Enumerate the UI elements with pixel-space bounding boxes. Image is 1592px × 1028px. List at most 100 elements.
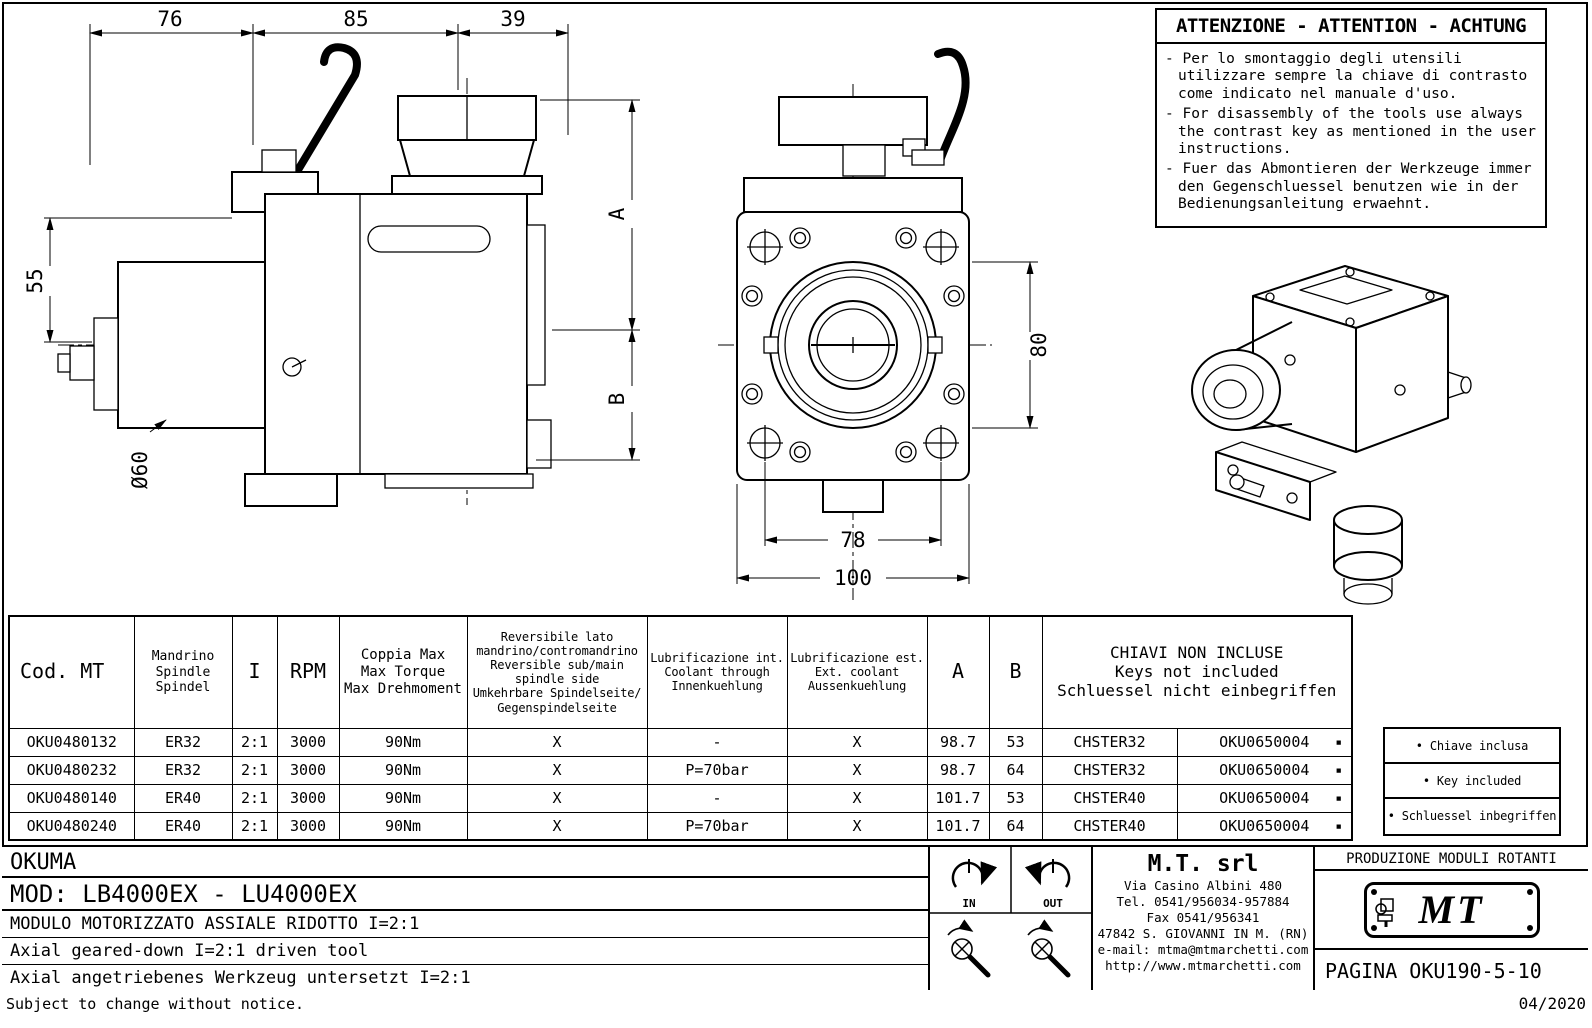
cell-b: 64 (988, 755, 1043, 785)
logo-rivet (1370, 888, 1377, 895)
logo-rivet (1370, 924, 1377, 931)
table-header-row: Cod. MT Mandrino Spindle Spindel I RPM C… (8, 615, 1353, 729)
company-name: M.T. srl (1147, 851, 1259, 877)
key-code-text: OKU0650004 (1219, 733, 1310, 751)
spec-table: Cod. MT Mandrino Spindle Spindel I RPM C… (8, 615, 1353, 841)
cell-coolant-int: - (646, 727, 788, 757)
cell-key-code: OKU0650004 ▪ (1176, 783, 1353, 813)
rotation-in-label: IN (962, 897, 975, 910)
warning-item-de: - Fuer das Abmontieren der Werkzeuge imm… (1165, 161, 1532, 213)
company-city: 47842 S. GIOVANNI IN M. (RN) (1097, 926, 1309, 941)
key-included-marker: ▪ (1335, 735, 1342, 749)
cell-key-type: CHSTER40 (1041, 783, 1178, 813)
machine-model: MOD: LB4000EX - LU4000EX (2, 878, 928, 911)
dim-diameter-60: Ø60 (128, 451, 152, 489)
module-description-en: Axial geared-down I=2:1 driven tool (2, 938, 928, 965)
mt-logo: MT (1363, 881, 1540, 938)
cell-coolant-ext: X (786, 727, 928, 757)
footer-disclaimer: Subject to change without notice. (6, 995, 305, 1013)
dim-a: A (605, 207, 629, 220)
mt-logo-text: MT (1418, 887, 1485, 932)
cell-key-type: CHSTER32 (1041, 727, 1178, 757)
col-coolant-ext: Lubrificazione est. Ext. coolant Aussenk… (786, 615, 928, 729)
cell-coolant-ext: X (786, 811, 928, 841)
rotation-out-label: OUT (1043, 897, 1063, 910)
table-row: OKU0480240 ER40 2:1 3000 90Nm X P=70bar … (8, 811, 1353, 841)
page-number: PAGINA OKU190-5-10 (1315, 948, 1588, 990)
cell-rpm: 3000 (276, 727, 340, 757)
cell-cod: OKU0480140 (8, 783, 135, 813)
cell-rpm: 3000 (276, 783, 340, 813)
key-code-text: OKU0650004 (1219, 816, 1310, 835)
cell-coolant-int: - (646, 783, 788, 813)
cell-a: 101.7 (926, 811, 990, 841)
production-block: PRODUZIONE MODULI ROTANTI MT PAGIN (1315, 847, 1588, 990)
dim-b: B (605, 393, 629, 406)
logo-rivet (1526, 888, 1533, 895)
warning-item-en: - For disassembly of the tools use alway… (1165, 106, 1536, 157)
machine-brand: OKUMA (2, 847, 928, 878)
module-description-it: MODULO MOTORIZZATO ASSIALE RIDOTTO I=2:1 (2, 911, 928, 938)
cell-ratio: 2:1 (231, 727, 278, 757)
cell-key-type: CHSTER40 (1041, 811, 1178, 841)
company-tel: Tel. 0541/956034-957884 (1116, 894, 1290, 909)
cell-torque: 90Nm (338, 811, 468, 841)
footer-date: 04/2020 (1518, 994, 1586, 1013)
company-address: Via Casino Albini 480 (1123, 878, 1283, 893)
key-included-marker: ▪ (1335, 763, 1342, 777)
dim-100: 100 (834, 566, 872, 590)
technical-drawings: 76 85 39 55 Ø60 A B (23, 7, 1472, 605)
key-included-legend: • Chiave inclusa • Key included • Schlue… (1383, 727, 1561, 836)
cell-key-code: OKU0650004 ▪ (1176, 755, 1353, 785)
cell-reversible: X (466, 755, 648, 785)
cell-ratio: 2:1 (231, 755, 278, 785)
cell-a: 98.7 (926, 755, 990, 785)
cell-spindle: ER32 (133, 755, 233, 785)
cell-coolant-int: P=70bar (646, 755, 788, 785)
contrast-key-icon (947, 919, 991, 978)
mt-logo-machine-icon (1374, 897, 1394, 927)
cell-rpm: 3000 (276, 811, 340, 841)
key-code-text: OKU0650004 (1219, 789, 1310, 807)
title-block-left: OKUMA MOD: LB4000EX - LU4000EX MODULO MO… (2, 847, 930, 990)
cell-a: 101.7 (926, 783, 990, 813)
cell-coolant-ext: X (786, 783, 928, 813)
cell-torque: 90Nm (338, 755, 468, 785)
col-coolant-int: Lubrificazione int. Coolant through Inne… (646, 615, 788, 729)
side-view-drawing: 76 85 39 55 Ø60 A B (23, 7, 640, 507)
company-block: M.T. srl Via Casino Albini 480 Tel. 0541… (1093, 847, 1315, 990)
warning-box: ATTENZIONE - ATTENTION - ACHTUNG - Per l… (1155, 8, 1547, 228)
rotation-symbols-block: IN OUT (930, 847, 1093, 990)
dim-80: 80 (1027, 332, 1051, 357)
col-keys: CHIAVI NON INCLUSE Keys not included Sch… (1041, 615, 1353, 729)
cell-cod: OKU0480240 (8, 811, 135, 841)
cell-reversible: X (466, 727, 648, 757)
cell-b: 53 (988, 727, 1043, 757)
cell-spindle: ER32 (133, 727, 233, 757)
cell-ratio: 2:1 (231, 811, 278, 841)
col-spindle: Mandrino Spindle Spindel (133, 615, 233, 729)
legend-item-it: • Chiave inclusa (1385, 729, 1559, 764)
cell-cod: OKU0480132 (8, 727, 135, 757)
rotation-out-icon (1024, 859, 1071, 888)
dim-76: 76 (157, 7, 182, 31)
table-row: OKU0480232 ER32 2:1 3000 90Nm X P=70bar … (8, 755, 1353, 785)
col-a: A (926, 615, 990, 729)
cell-spindle: ER40 (133, 811, 233, 841)
table-row: OKU0480140 ER40 2:1 3000 90Nm X - X 101.… (8, 783, 1353, 813)
cell-spindle: ER40 (133, 783, 233, 813)
title-block: OKUMA MOD: LB4000EX - LU4000EX MODULO MO… (2, 845, 1588, 990)
legend-item-en: • Key included (1385, 764, 1559, 799)
cell-key-code: OKU0650004 ▪ (1176, 727, 1353, 757)
key-code-text: OKU0650004 (1219, 761, 1310, 779)
legend-item-de: • Schluessel inbegriffen (1387, 809, 1557, 823)
dim-78: 78 (840, 528, 865, 552)
company-fax: Fax 0541/956341 (1146, 910, 1260, 925)
col-torque: Coppia Max Max Torque Max Drehmoment (338, 615, 468, 729)
module-description-de: Axial angetriebenes Werkzeug untersetzt … (10, 968, 471, 988)
col-reversible: Reversibile lato mandrino/contromandrino… (466, 615, 648, 729)
iso-view-drawing (1191, 265, 1472, 605)
cell-a: 98.7 (926, 727, 990, 757)
company-email: e-mail: mtma@mtmarchetti.com (1097, 942, 1309, 957)
cell-rpm: 3000 (276, 755, 340, 785)
